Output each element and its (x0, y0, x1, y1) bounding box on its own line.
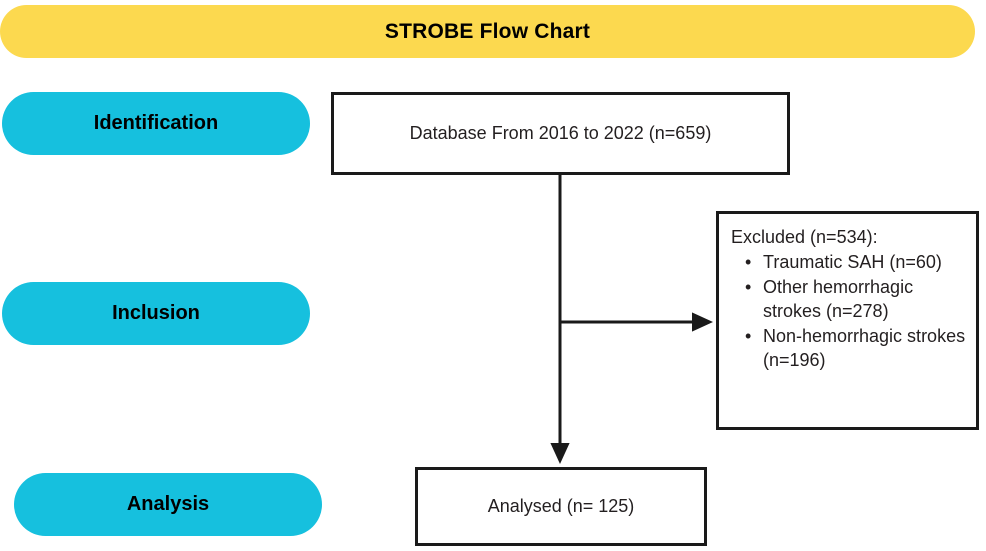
stage-pill-identification: Identification (2, 92, 310, 155)
stage-pill-label: Analysis (126, 493, 210, 515)
stage-pill-inclusion: Inclusion (2, 282, 310, 345)
node-analysed-text: Analysed (n= 125) (487, 496, 635, 516)
stage-pill-label: Identification (93, 112, 219, 134)
list-item-label: Non-hemorrhagic strokes (n=196) (763, 325, 966, 370)
node-analysed: Analysed (n= 125) (415, 467, 707, 546)
stage-pill-analysis: Analysis (14, 473, 322, 536)
bullet-icon: • (745, 325, 752, 346)
node-database: Database From 2016 to 2022 (n=659) (331, 92, 790, 175)
bullet-icon: • (745, 251, 752, 272)
node-excluded-heading: Excluded (n=534): (731, 227, 878, 247)
excluded-reason-list: • Traumatic SAH (n=60) • Other hemorrhag… (731, 251, 966, 373)
chart-title-banner: STROBE Flow Chart (0, 5, 975, 58)
stage-pill-label: Inclusion (112, 302, 200, 324)
list-item: • Other hemorrhagic strokes (n=278) (731, 276, 966, 324)
list-item: • Non-hemorrhagic strokes (n=196) (731, 325, 966, 373)
list-item: • Traumatic SAH (n=60) (731, 251, 966, 275)
list-item-label: Other hemorrhagic strokes (n=278) (763, 276, 914, 321)
page-title: STROBE Flow Chart (384, 19, 591, 43)
node-database-text: Database From 2016 to 2022 (n=659) (409, 123, 712, 143)
bullet-icon: • (745, 276, 752, 297)
node-excluded: Excluded (n=534): • Traumatic SAH (n=60)… (716, 211, 979, 430)
list-item-label: Traumatic SAH (n=60) (763, 251, 942, 272)
